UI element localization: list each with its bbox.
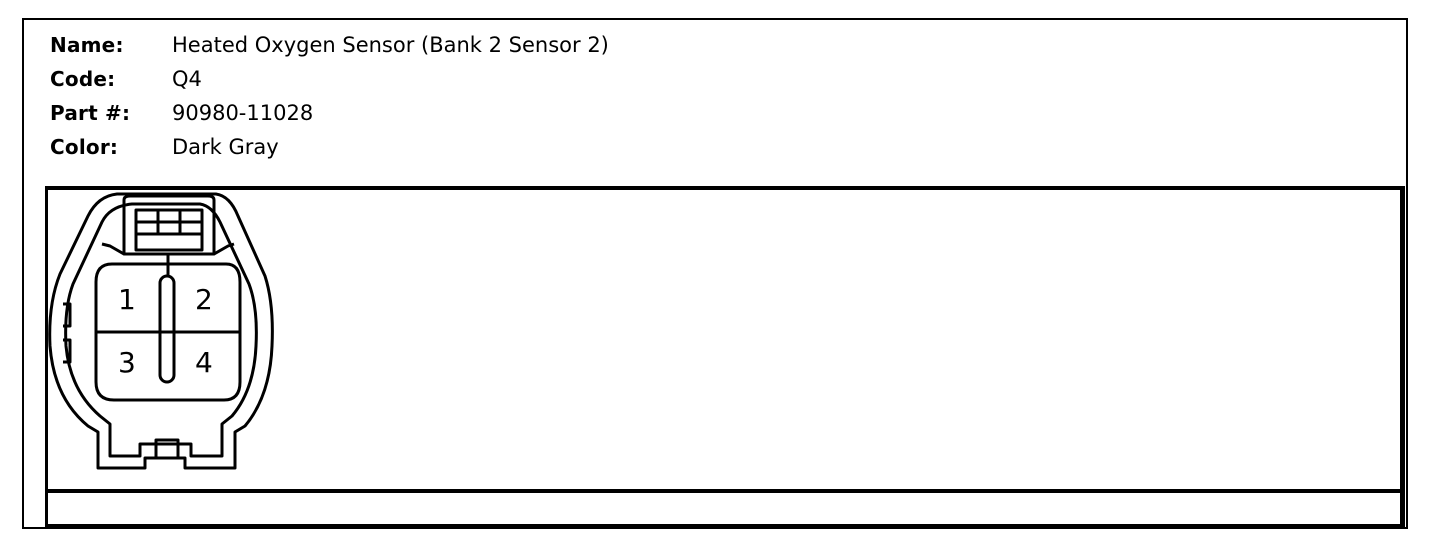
name-label: Name: [50,33,124,57]
code-row: Code: Q4 [50,62,609,96]
connector-info: Name: Heated Oxygen Sensor (Bank 2 Senso… [50,28,609,164]
latch-tab-left [101,242,125,256]
pin-1-label: 1 [118,283,136,316]
lock-latch-inner [134,208,204,252]
code-value: Q4 [172,67,202,91]
left-notch-2 [63,338,72,364]
pin-4-label: 4 [195,346,213,379]
bottom-strip [45,490,1405,528]
pin-cavity [94,262,242,402]
connector-face-diagram: 1 2 3 4 [48,192,274,470]
part-row: Part #: 90980-11028 [50,96,609,130]
color-row: Color: Dark Gray [50,130,609,164]
latch-tab-right [213,242,235,256]
color-value: Dark Gray [172,135,279,159]
lock-latch [122,194,216,256]
color-label: Color: [50,135,119,159]
name-value: Heated Oxygen Sensor (Bank 2 Sensor 2) [172,33,609,57]
left-notch [63,302,72,328]
outer-frame [22,18,1408,529]
center-rib [158,274,176,384]
diagram-panel [45,186,1405,493]
part-label: Part #: [50,101,131,125]
connector-housing-inner [64,202,258,458]
name-row: Name: Heated Oxygen Sensor (Bank 2 Senso… [50,28,609,62]
pin-labels: 1 2 3 4 [118,283,213,379]
pin-3-label: 3 [118,346,136,379]
pin-2-label: 2 [195,283,213,316]
code-label: Code: [50,67,116,91]
part-value: 90980-11028 [172,101,314,125]
